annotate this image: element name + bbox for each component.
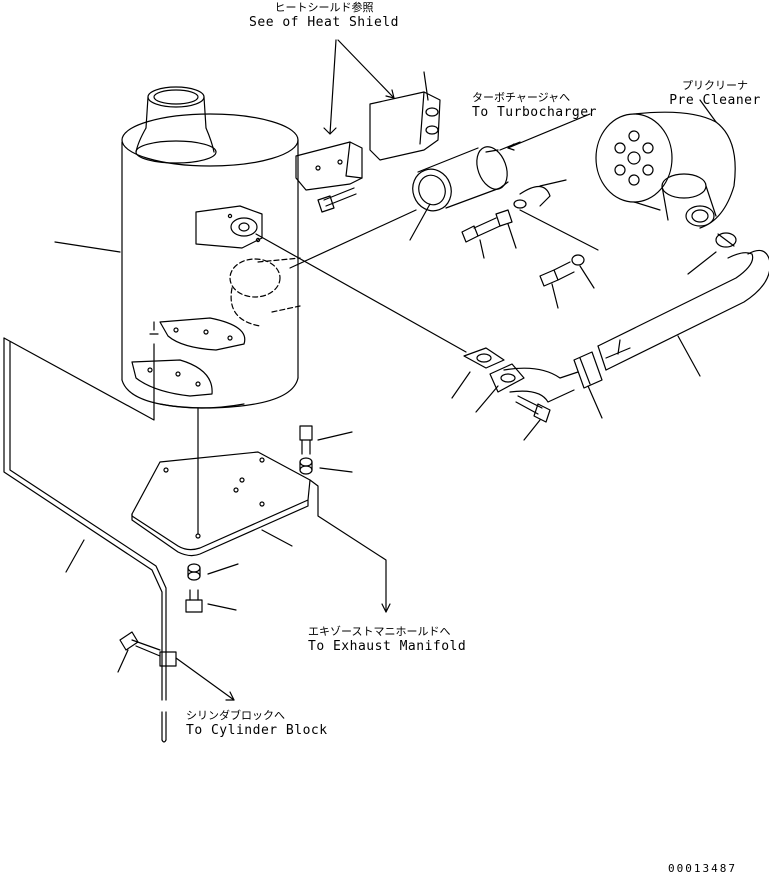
cylinder-block-label-en: To Cylinder Block: [186, 723, 328, 738]
heat-shield-label-jp: ヒートシールド参照: [274, 1, 374, 14]
turbo-hose: [409, 113, 591, 259]
air-cleaner-body: [54, 86, 301, 409]
heat-shield-brackets: [295, 39, 441, 213]
intake-hose: [255, 209, 769, 441]
turbocharger-label-jp: ターボチャージャへ: [472, 91, 571, 104]
exhaust-manifold-label-jp: エキゾーストマニホールドへ: [308, 625, 451, 638]
turbocharger-label: ターボチャージャへ To Turbocharger: [472, 90, 597, 120]
pre-cleaner-label: プリクリーナ Pre Cleaner: [662, 78, 768, 108]
exhaust-manifold-label: エキゾーストマニホールドへ To Exhaust Manifold: [308, 624, 466, 654]
cylinder-block-label: シリンダブロックへ To Cylinder Block: [186, 708, 328, 738]
exhaust-manifold-label-en: To Exhaust Manifold: [308, 639, 467, 654]
drain-tube: [3, 337, 235, 743]
turbocharger-label-en: To Turbocharger: [472, 105, 597, 120]
pre-cleaner: [595, 99, 737, 275]
mounting-plate: [131, 407, 391, 613]
document-number: 00013487: [668, 862, 737, 875]
pre-cleaner-label-jp: プリクリーナ: [682, 79, 748, 92]
pre-cleaner-label-en: Pre Cleaner: [669, 93, 761, 108]
heat-shield-label-en: See of Heat Shield: [249, 15, 399, 30]
heat-shield-label: ヒートシールド参照 See of Heat Shield: [244, 0, 404, 30]
cylinder-block-label-jp: シリンダブロックへ: [186, 709, 285, 722]
